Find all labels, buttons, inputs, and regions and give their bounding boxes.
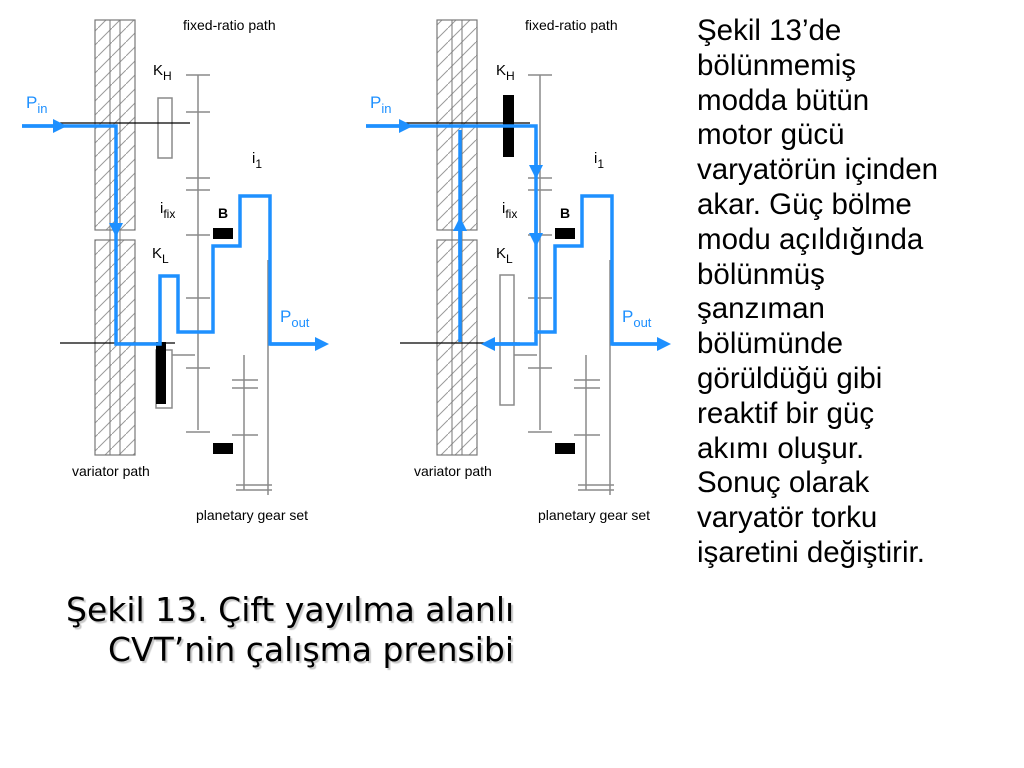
variator-pulley — [436, 19, 478, 456]
body-line: modda bütün — [697, 83, 870, 117]
planetary-gear-label: planetary gear set — [196, 507, 308, 523]
kh-label: KH — [496, 62, 515, 83]
pout-label: Pout — [280, 307, 310, 330]
brake-b-top — [555, 228, 575, 239]
pin-label: Pin — [370, 93, 391, 116]
fixed-ratio-label: fixed-ratio path — [525, 17, 618, 33]
body-line: varyatör torku — [697, 501, 878, 535]
body-line: işaretini değiştirir. — [697, 535, 925, 569]
ifix-label: ifix — [502, 200, 517, 221]
variator-path-label: variator path — [414, 463, 492, 479]
i1-label: i1 — [252, 150, 262, 171]
caption-line-1: Şekil 13. Çift yayılma alanlı — [66, 590, 515, 629]
body-line: motor gücü — [697, 118, 845, 152]
right-diagram: fixed-ratio path variator path planetary… — [366, 17, 671, 523]
power-flow-path — [22, 119, 329, 351]
body-line: bölünmüş — [697, 257, 825, 291]
ifix-label: ifix — [160, 200, 175, 221]
caption-line-2: CVT’nin çalışma prensibi — [108, 630, 514, 669]
i1-label: i1 — [594, 150, 604, 171]
body-line: Sonuç olarak — [697, 466, 870, 500]
body-text: Şekil 13’de bölünmemiş modda bütün motor… — [697, 14, 1022, 571]
body-line: akar. Güç bölme — [697, 187, 912, 221]
figure-caption: Şekil 13. Çift yayılma alanlı CVT’nin ça… — [40, 590, 640, 670]
body-line: modu açıldığında — [697, 222, 924, 256]
body-line: bölünmemiş — [697, 48, 857, 82]
body-line: Şekil 13’de — [697, 14, 842, 47]
planetary-gear-label: planetary gear set — [538, 507, 650, 523]
kl-label: KL — [496, 245, 513, 266]
b-label: B — [218, 205, 228, 221]
left-diagram: fixed-ratio path variator path planetary… — [22, 17, 329, 523]
clutch-kl-engaged — [156, 342, 166, 404]
body-line: varyatörün içinden — [697, 153, 939, 187]
kl-label: KL — [152, 245, 169, 266]
body-line: görüldüğü gibi — [697, 361, 883, 395]
b-label: B — [560, 205, 570, 221]
brake-b-top — [213, 228, 233, 239]
kh-label: KH — [153, 62, 172, 83]
gear-structure — [499, 74, 614, 495]
body-line: reaktif bir güç — [697, 396, 875, 430]
brake-b-bottom — [213, 443, 233, 454]
pin-label: Pin — [26, 93, 47, 116]
pout-label: Pout — [622, 307, 652, 330]
brake-b-bottom — [555, 443, 575, 454]
body-line: akımı oluşur. — [697, 431, 865, 465]
body-line: bölümünde — [697, 327, 843, 361]
fixed-ratio-label: fixed-ratio path — [183, 17, 276, 33]
body-line: şanzıman — [697, 292, 825, 326]
power-flow-path — [366, 119, 671, 351]
variator-path-label: variator path — [72, 463, 150, 479]
